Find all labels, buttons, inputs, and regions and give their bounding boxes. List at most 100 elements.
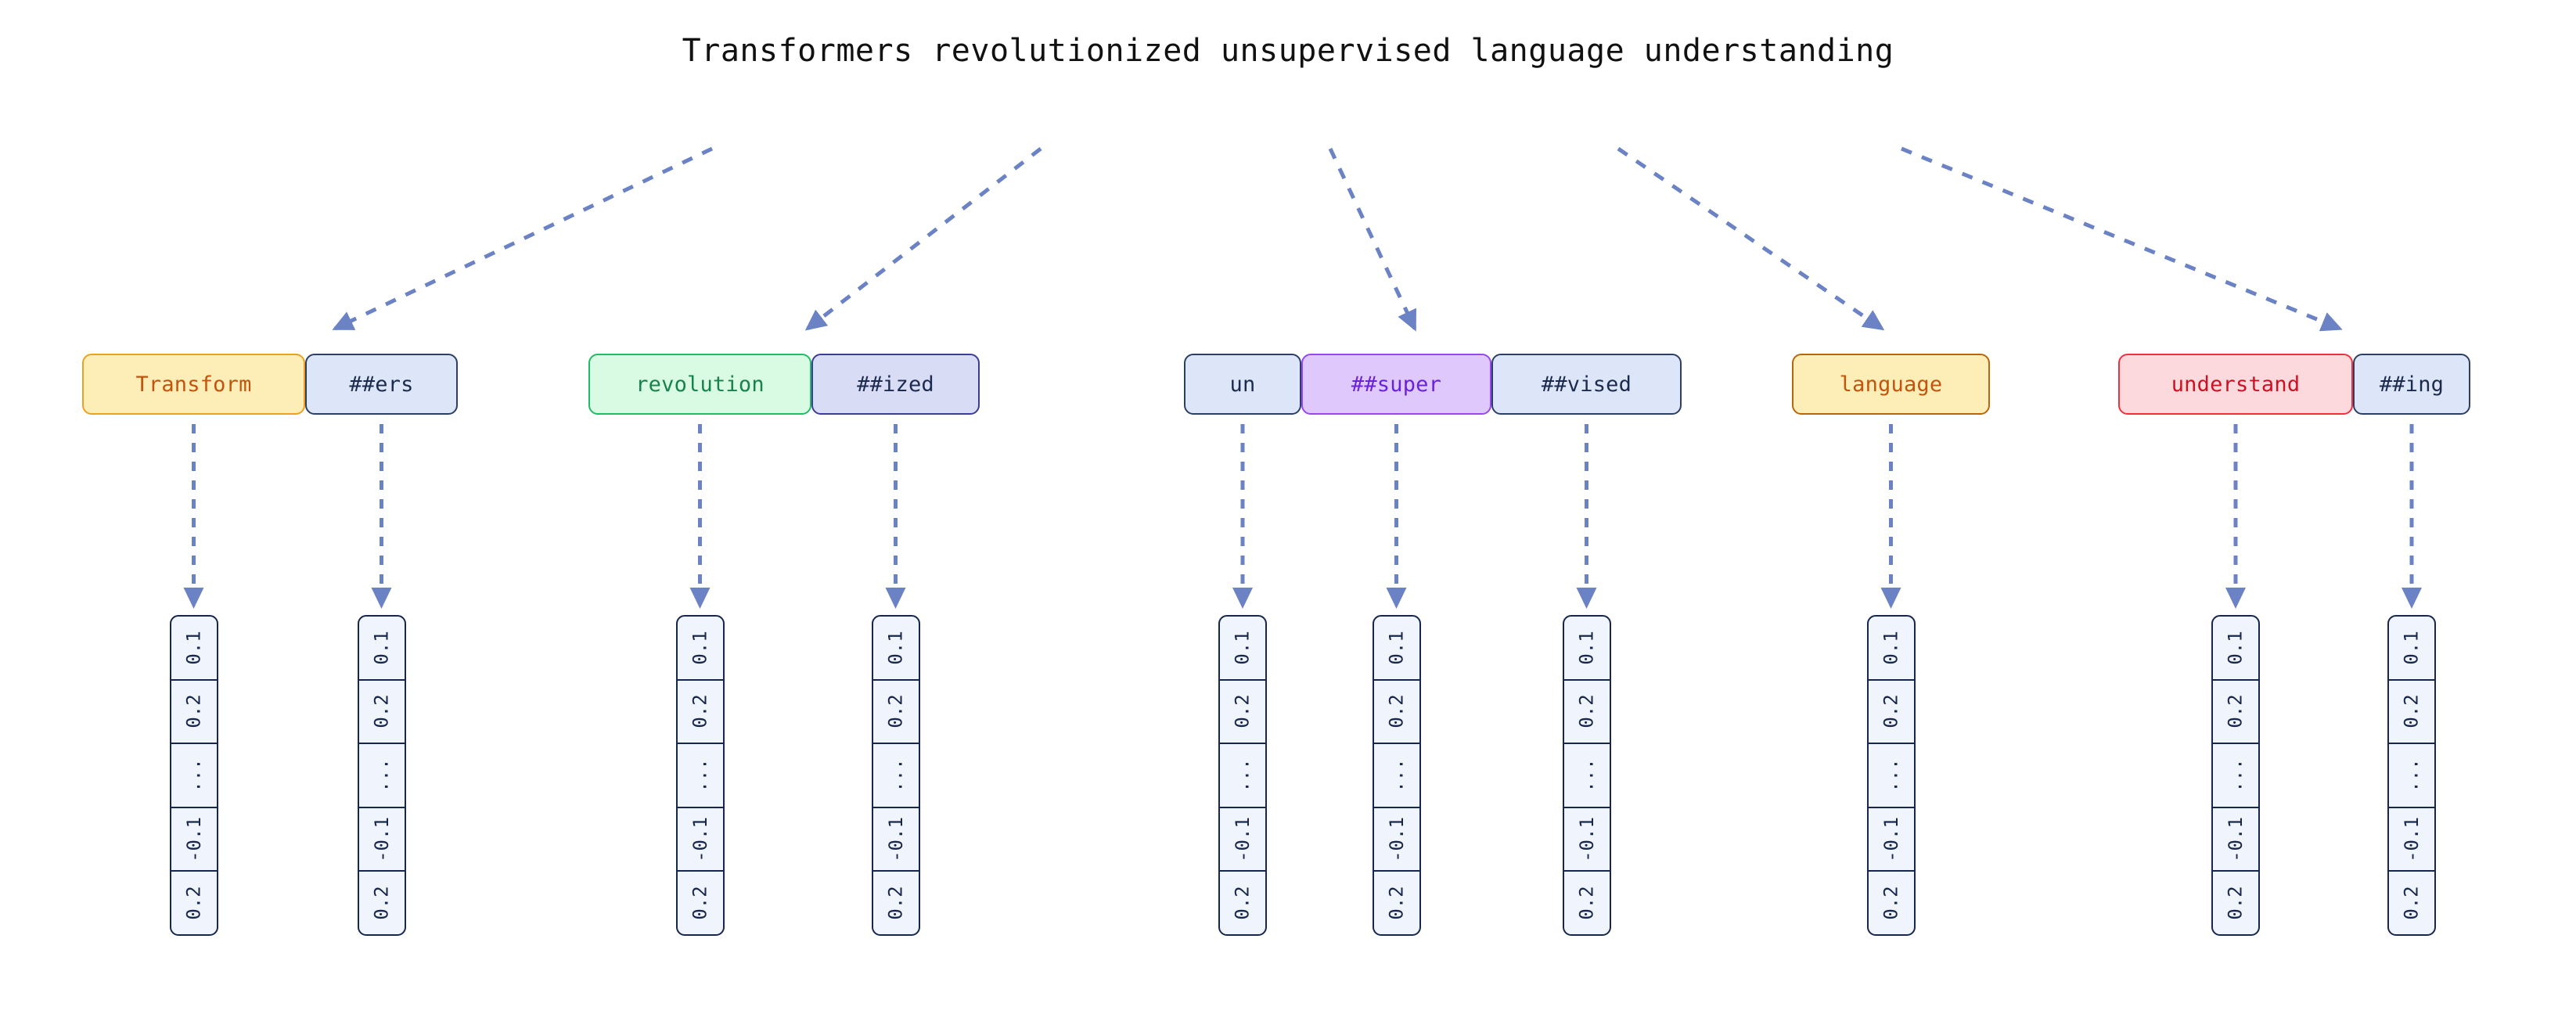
title-to-word-arrow	[1328, 147, 1417, 332]
vector-value: ...	[884, 758, 907, 793]
token-label: ##super	[1351, 372, 1442, 397]
token-box[interactable]: ##vised	[1491, 354, 1682, 415]
embedding-vector: 0.1 0.2... -0.1 0.2	[2211, 615, 2260, 936]
token-box[interactable]: ##super	[1301, 354, 1491, 415]
token-box[interactable]: revolution	[588, 354, 811, 415]
vector-value: ...	[1385, 758, 1408, 793]
vector-cell: -0.1	[171, 808, 217, 872]
vector-value: -0.1	[1385, 816, 1408, 862]
vector-value: -0.1	[1575, 816, 1598, 862]
vector-cell: 0.1	[1563, 617, 1610, 681]
vector-cell: 0.2	[677, 681, 723, 745]
vector-value: -0.1	[884, 816, 907, 862]
vector-cell: -0.1	[1563, 808, 1610, 872]
vector-value: 0.2	[1880, 886, 1902, 920]
vector-value: 0.2	[1575, 886, 1598, 920]
token-label: revolution	[635, 372, 765, 397]
vector-value: 0.1	[2224, 631, 2247, 665]
token-box[interactable]: ##ized	[811, 354, 980, 415]
vector-cell: 0.2	[678, 872, 723, 934]
vector-cell: 0.2	[2213, 681, 2258, 745]
token-box[interactable]: ##ers	[305, 354, 458, 415]
vector-cell: -0.1	[1868, 808, 1914, 872]
vector-cell: 0.2	[1373, 681, 1419, 745]
token-box[interactable]: un	[1184, 354, 1301, 415]
vector-value: 0.2	[1231, 886, 1254, 920]
title-to-word-arrow	[1617, 146, 1885, 331]
vector-value: 0.2	[1880, 694, 1902, 729]
page-title: Transformers revolutionized unsupervised…	[682, 33, 1894, 69]
vector-value: 0.2	[1231, 694, 1254, 729]
vector-cell: 0.1	[2213, 617, 2258, 681]
token-label: ##vised	[1541, 372, 1632, 397]
vector-cell: 0.2	[1869, 872, 1914, 934]
vector-value: 0.1	[689, 631, 711, 665]
vector-value: -0.1	[1880, 816, 1902, 862]
vector-value: 0.1	[884, 631, 907, 665]
vector-cell: 0.2	[1220, 681, 1265, 745]
vector-value: -0.1	[689, 816, 711, 862]
title-to-word-arrow	[1901, 146, 2343, 332]
vector-value: 0.2	[1385, 694, 1408, 729]
title-to-word-edges	[332, 146, 2343, 332]
vector-value: 0.1	[1575, 631, 1598, 665]
vector-cell: ...	[2213, 744, 2258, 808]
vector-cell: 0.2	[873, 872, 919, 934]
vector-cell: 0.1	[358, 617, 405, 681]
token-label: un	[1229, 372, 1256, 397]
vector-cell: -0.1	[872, 808, 919, 872]
vector-cell: 0.1	[677, 617, 723, 681]
vector-cell: ...	[171, 744, 217, 808]
vector-cell: 0.2	[2389, 681, 2434, 745]
vector-value: 0.1	[370, 631, 393, 665]
vector-cell: 0.1	[171, 617, 217, 681]
vector-cell: ...	[677, 744, 723, 808]
vector-value: 0.1	[182, 631, 205, 665]
token-label: ##ized	[857, 372, 934, 397]
embedding-vector: 0.1 0.2... -0.1 0.2	[357, 615, 406, 936]
vector-value: -0.1	[370, 816, 393, 862]
token-box[interactable]: language	[1792, 354, 1990, 415]
token-label: understand	[2171, 372, 2301, 397]
vector-cell: 0.2	[1564, 872, 1610, 934]
vector-cell: 0.2	[171, 872, 217, 934]
vector-cell: ...	[358, 744, 405, 808]
vector-value: 0.2	[370, 886, 393, 920]
vector-cell: -0.1	[2213, 808, 2258, 872]
embedding-vector: 0.1 0.2... -0.1 0.2	[871, 615, 920, 936]
vector-value: ...	[370, 758, 393, 793]
vector-value: 0.2	[689, 886, 711, 920]
vector-cell: 0.2	[2389, 872, 2434, 934]
vector-value: ...	[182, 758, 205, 793]
vector-cell: ...	[872, 744, 919, 808]
token-to-vector-edges	[183, 424, 2422, 610]
vector-value: 0.2	[182, 886, 205, 920]
vector-value: 0.2	[2400, 694, 2423, 729]
vector-value: 0.2	[2224, 886, 2247, 920]
embedding-vector: 0.1 0.2... -0.1 0.2	[1562, 615, 1611, 936]
vector-cell: -0.1	[1373, 808, 1419, 872]
vector-value: 0.2	[884, 886, 907, 920]
vector-value: ...	[689, 758, 711, 793]
vector-value: -0.1	[2224, 816, 2247, 862]
vector-cell: 0.2	[2213, 872, 2258, 934]
vector-cell: 0.2	[1563, 681, 1610, 745]
vector-cell: ...	[1563, 744, 1610, 808]
token-box[interactable]: Transform	[82, 354, 305, 415]
token-label: language	[1839, 372, 1943, 397]
vector-value: -0.1	[182, 816, 205, 862]
vector-cell: ...	[1868, 744, 1914, 808]
embedding-vector: 0.1 0.2... -0.1 0.2	[675, 615, 725, 936]
token-box[interactable]: ##ing	[2353, 354, 2470, 415]
vector-value: ...	[1231, 758, 1254, 793]
vector-value: ...	[2224, 758, 2247, 793]
token-box[interactable]: understand	[2118, 354, 2353, 415]
vector-value: 0.2	[884, 694, 907, 729]
vector-value: 0.2	[370, 694, 393, 729]
vector-value: 0.2	[2224, 694, 2247, 729]
vector-value: 0.2	[1385, 886, 1408, 920]
